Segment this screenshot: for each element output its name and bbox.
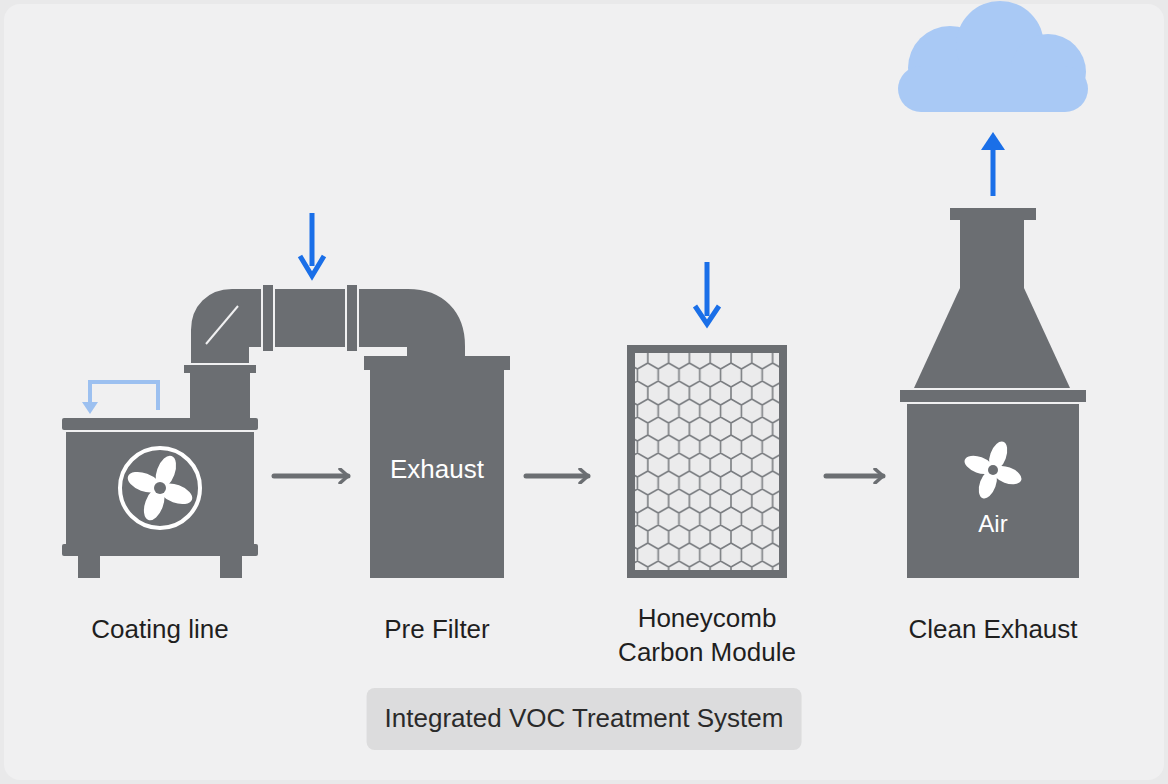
card-ground bbox=[4, 4, 1164, 780]
flow-arrows bbox=[82, 132, 1005, 414]
coating-machine bbox=[62, 418, 258, 578]
unit-label: Clean Exhaust bbox=[897, 613, 1089, 647]
flow-connector bbox=[826, 474, 883, 479]
clean-exhaust-unit: AirClean Exhaust bbox=[897, 385, 1089, 655]
box-text: Exhaust bbox=[362, 453, 512, 487]
unit-label: Pre Filter bbox=[362, 613, 512, 647]
flow-connector bbox=[274, 474, 348, 479]
box-text: Air bbox=[897, 508, 1089, 539]
carbon-module-unit: Honeycomb Carbon Module bbox=[602, 340, 812, 675]
honeycomb-panel bbox=[627, 345, 787, 578]
coating-line-unit: Coating line bbox=[60, 380, 260, 655]
unit-label: Coating line bbox=[60, 613, 260, 647]
flow-connector bbox=[526, 474, 588, 479]
caption-label: Integrated VOC Treatment System bbox=[367, 688, 802, 750]
prefilter-unit: ExhaustPre Filter bbox=[362, 352, 512, 655]
cloud bbox=[898, 1, 1088, 112]
unit-label: Honeycomb Carbon Module bbox=[602, 602, 812, 670]
